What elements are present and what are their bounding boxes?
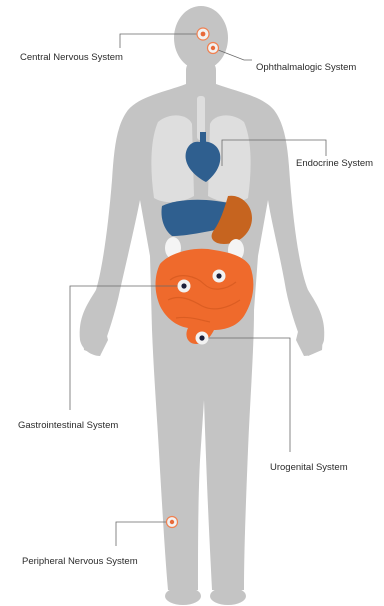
label-endocrine-system: Endocrine System <box>296 158 373 169</box>
marker-urogenital <box>196 332 209 345</box>
marker-peripheral <box>167 517 178 528</box>
label-peripheral-nervous-system: Peripheral Nervous System <box>22 556 138 567</box>
label-gastrointestinal-system: Gastrointestinal System <box>18 420 118 431</box>
label-ophthalmalogic-system: Ophthalmalogic System <box>256 62 356 73</box>
marker-gastrointestinal-1 <box>178 280 191 293</box>
marker-ophthalmalogic <box>208 43 219 54</box>
leader-peripheral <box>116 522 170 546</box>
marker-gastrointestinal-2 <box>213 270 226 283</box>
organs <box>151 96 253 344</box>
label-central-nervous-system: Central Nervous System <box>20 52 123 63</box>
label-urogenital-system: Urogenital System <box>270 462 348 473</box>
marker-cns <box>197 28 209 40</box>
